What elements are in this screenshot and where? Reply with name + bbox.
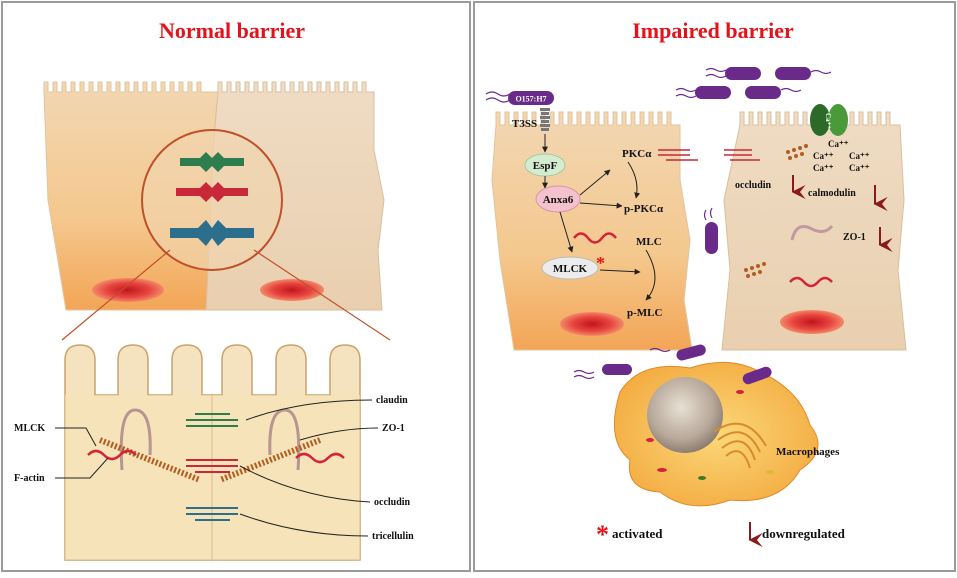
- tricellulin-strands: [186, 507, 238, 521]
- calmodulin-dots: [744, 144, 808, 278]
- label-occludin-down: occludin: [735, 180, 772, 191]
- ca-ion: Ca⁺⁺: [849, 151, 870, 161]
- ca-ion: Ca⁺⁺: [813, 163, 834, 173]
- label-zo1: ZO-1: [382, 423, 405, 434]
- legend-downregulated: downregulated: [762, 526, 846, 541]
- label-tricellulin: tricellulin: [372, 531, 414, 542]
- label-mlck-left: MLCK: [14, 423, 45, 434]
- pmlc-label: p-MLC: [627, 307, 663, 319]
- espf-label: EspF: [533, 160, 558, 172]
- label-t3ss: T3SS: [512, 118, 537, 130]
- label-occludin: occludin: [374, 497, 411, 508]
- t3ss-needle: [540, 108, 550, 131]
- f-actin-left: [98, 437, 202, 483]
- junction-proteins-zoom: [170, 152, 254, 246]
- mlck-strand: [573, 232, 617, 244]
- free-bacteria: [675, 67, 832, 254]
- magnifier-circle: [141, 129, 283, 271]
- claudin-strands: [186, 413, 238, 427]
- occludin-junction: [176, 182, 248, 202]
- zo1-left: [119, 408, 152, 471]
- macrophage-nucleus: [647, 377, 723, 453]
- nucleus: [260, 279, 324, 301]
- label-claudin: claudin: [376, 395, 408, 406]
- ppkca-label: p-PKCα: [624, 203, 664, 215]
- anxa6-label: Anxa6: [543, 194, 574, 206]
- mlck-fragment: [789, 276, 833, 288]
- left-panel-title: Normal barrier: [159, 18, 305, 43]
- mlck-label: MLCK: [553, 263, 588, 275]
- label-macrophages: Macrophages: [776, 446, 840, 458]
- macrophage-bacteria: [573, 344, 772, 385]
- zoomed-junction-detail: [64, 344, 361, 561]
- ecoli-o157-bacterium: O157:H7: [485, 91, 554, 105]
- legend-asterisk: *: [596, 520, 609, 549]
- ca-ion: Ca⁺⁺: [813, 151, 834, 161]
- macrophage: [613, 361, 819, 507]
- mlc-label: MLC: [636, 236, 662, 248]
- ca-ion: Ca⁺⁺: [849, 163, 870, 173]
- zo1-fragment: [790, 224, 834, 241]
- occludin-strands: [186, 459, 238, 473]
- mlck-strand-right: [295, 452, 345, 464]
- pkca-label: PKCα: [622, 148, 652, 160]
- label-calmodulin: calmodulin: [808, 188, 856, 199]
- ca-ion: Ca⁺⁺: [828, 139, 849, 149]
- legend-activated: activated: [612, 526, 663, 541]
- golgi-apparatus: [713, 422, 767, 469]
- broken-junction-fragments: [658, 149, 760, 161]
- zo1-right: [268, 408, 301, 471]
- activated-asterisk: *: [596, 253, 605, 273]
- label-f-actin: F-actin: [14, 473, 45, 484]
- legend: * activated downregulated: [596, 520, 846, 549]
- right-panel-title: Impaired barrier: [632, 18, 794, 43]
- signaling-pathway: EspF Anxa6 PKCα p-PKCα MLCK * MLC p-MLC: [524, 134, 664, 319]
- calcium-channel-icon: Ca⁺⁺: [810, 104, 848, 136]
- f-actin-right: [218, 437, 322, 483]
- nucleus: [92, 278, 164, 302]
- channel-label: Ca⁺⁺: [824, 113, 832, 129]
- anxa6-node: [535, 185, 581, 213]
- label-zo1-down: ZO-1: [843, 232, 866, 243]
- tricellulin-junction: [170, 220, 254, 246]
- mlck-node: [541, 256, 599, 280]
- calcium-ions: Ca⁺⁺ Ca⁺⁺ Ca⁺⁺ Ca⁺⁺ Ca⁺⁺: [813, 139, 870, 173]
- claudin-junction: [180, 152, 244, 172]
- bacteria-label: O157:H7: [515, 95, 546, 104]
- mlck-strand-left: [87, 449, 137, 461]
